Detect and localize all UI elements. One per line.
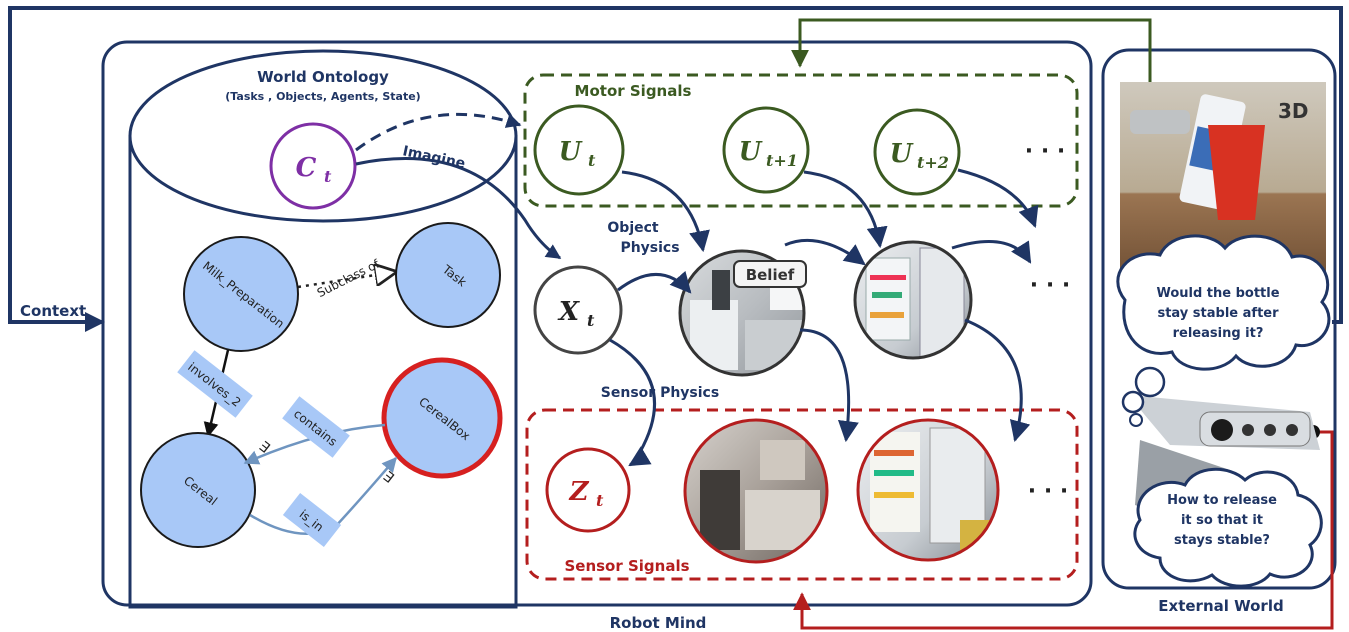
world-ontology-subtitle: (Tasks , Objects, Agents, State) (225, 90, 420, 103)
cereal-node (140, 432, 256, 548)
belief-label: Belief (746, 266, 795, 284)
context-label: Context (20, 302, 86, 320)
thought-2-line-2: it so that it (1181, 513, 1263, 528)
belief-ellipsis: · · · (1030, 273, 1070, 298)
transition-arrows (609, 168, 1039, 467)
external-world-frame (1101, 48, 1337, 590)
sensor-ellipsis: · · · (1028, 479, 1068, 504)
cerealbox-node (381, 357, 503, 479)
is-in-tag: is_in (282, 492, 342, 548)
motor-node-t2-base: U (890, 139, 914, 169)
sensor-signals-label: Sensor Signals (564, 557, 689, 575)
thought-1-line-1: Would the bottle (1156, 286, 1279, 301)
thought-1-line-2: stay stable after (1157, 306, 1279, 321)
motor-node-t1-sub: t+1 (766, 151, 798, 170)
state-node (533, 265, 623, 355)
sensor-node-base: Z (569, 477, 590, 507)
motor-node-t1 (722, 106, 810, 194)
sensor-node (545, 447, 631, 533)
object-physics-label-2: Physics (620, 240, 679, 256)
task-node (395, 222, 501, 328)
sensor-circle-1 (683, 418, 829, 564)
milk-preparation-node (183, 236, 299, 352)
motor-signals-box (523, 73, 1079, 208)
external-world-label: External World (1158, 597, 1283, 615)
robot-mind-label: Robot Mind (610, 614, 707, 632)
robot-mind-frame (101, 40, 1093, 607)
belief-badge (733, 260, 807, 288)
external-world-photo: 3D (1120, 82, 1326, 282)
context-node-sub: t (324, 167, 332, 186)
sensor-feedback-arrow (793, 430, 1334, 630)
sensor-node-sub: t (596, 491, 604, 510)
context-node-base: C (296, 153, 317, 183)
belief-circle-1 (678, 249, 806, 377)
belief-circle-2 (853, 240, 973, 360)
imagine-arrow (355, 157, 562, 260)
motor-node-t2-sub: t+2 (917, 153, 949, 172)
motor-node-t1-base: U (739, 137, 763, 167)
subclass-of-label: Subclass of (315, 256, 383, 300)
thought-2-line-1: How to release (1167, 493, 1277, 508)
thought-1-line-3: releasing it? (1173, 326, 1264, 341)
thought-2-line-3: stays stable? (1174, 533, 1270, 548)
subclass-edge (297, 272, 395, 289)
thought-cloud-1 (1116, 234, 1331, 427)
contains-tag: contains (282, 396, 350, 458)
state-node-sub: t (587, 311, 595, 330)
motor-node-t (533, 104, 625, 196)
object-physics-label-1: Object (607, 220, 659, 236)
thought-cloud-2 (1133, 467, 1323, 588)
motor-signals-label: Motor Signals (575, 82, 692, 100)
sensor-circle-2 (856, 418, 1000, 562)
belief-image-2 (855, 242, 971, 358)
context-loop-arrow (8, 6, 1343, 324)
sensor-image-1 (685, 420, 827, 562)
motor-node-t-sub: t (588, 151, 596, 170)
context-node (269, 122, 357, 210)
world-ontology-title: World Ontology (257, 68, 389, 86)
motor-node-t-base: U (559, 137, 583, 167)
motor-node-t2 (873, 108, 961, 196)
svg-text:3D: 3D (1278, 99, 1309, 123)
sensor-physics-label: Sensor Physics (601, 385, 719, 401)
motor-ellipsis: · · · (1025, 139, 1065, 164)
motor-feedback-arrow (791, 18, 1152, 117)
is-in-exists-symbol: ∃ (380, 469, 397, 487)
state-node-base: X (557, 297, 581, 327)
ct-to-ut-dashed-arrow (355, 112, 522, 152)
sensor-signals-box (525, 408, 1079, 581)
